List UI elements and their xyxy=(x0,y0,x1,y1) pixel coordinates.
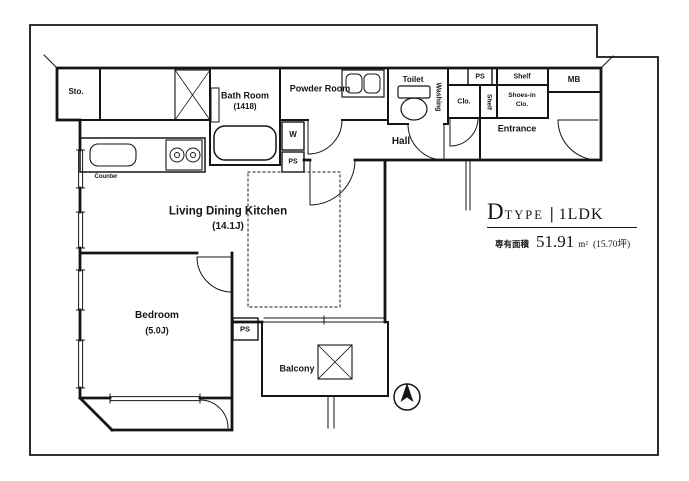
room-label-shoes-closet-2: Clo. xyxy=(515,100,529,108)
room-label-shelf-side: Shelf xyxy=(485,94,493,110)
washer-box xyxy=(281,121,305,151)
ps-box-top xyxy=(467,67,493,86)
room-label-balcony: Balcony xyxy=(279,363,315,374)
room-label-bedroom: Bedroom xyxy=(135,310,179,321)
room-label-shoes-closet-1: Shoes-in xyxy=(508,91,536,99)
compass-icon xyxy=(393,383,421,411)
room-label-bath-size: (1418) xyxy=(233,102,257,111)
dropped-ceiling-outline xyxy=(247,171,341,308)
room-label-closet: Clo. xyxy=(457,98,471,106)
room-label-storage: Sto. xyxy=(68,87,84,96)
plan-title-block: D TYPE | 1LDK 専有面積 51.91 m² (15.70坪) xyxy=(487,199,637,252)
room-label-entrance: Entrance xyxy=(497,123,537,134)
room-label-ldk: Living Dining Kitchen xyxy=(168,205,288,218)
room-label-powder: Powder Room xyxy=(289,83,351,94)
window-marks xyxy=(76,149,471,429)
label-washer: W xyxy=(289,130,297,139)
bathtub-icon xyxy=(213,125,277,161)
plan-title: D TYPE | 1LDK xyxy=(487,199,637,228)
label-ps-bedroom: PS xyxy=(239,324,251,334)
room-label-ldk-size: (14.1J) xyxy=(212,221,244,232)
washbasin-icon xyxy=(341,69,385,98)
room-label-ps-top: PS xyxy=(475,73,485,81)
area-value: 51.91 xyxy=(536,232,575,251)
plan-layout: 1LDK xyxy=(558,206,604,223)
hatch-x-icon xyxy=(174,69,211,121)
kitchen-sink-icon xyxy=(89,143,137,167)
label-counter: Counter xyxy=(94,174,118,180)
corner-ticks xyxy=(43,54,614,69)
area-unit: m² xyxy=(578,239,588,249)
room-label-bath: Bath Room xyxy=(221,90,269,101)
area-tsubo: (15.70坪) xyxy=(592,240,631,250)
image-border xyxy=(29,24,659,456)
bath-door-icon xyxy=(210,87,220,123)
ac-unit-icon xyxy=(317,344,353,380)
plan-title-divider: | xyxy=(549,204,554,223)
plan-area-line: 専有面積 51.91 m² (15.70坪) xyxy=(487,232,637,252)
kitchen-counter-icon xyxy=(79,137,206,173)
room-label-washing: Washing xyxy=(434,82,442,112)
plan-type-letter: D xyxy=(487,199,504,224)
stove-icon xyxy=(165,139,203,171)
ps-box-bedroom xyxy=(232,317,259,341)
room-label-hall: Hall xyxy=(391,136,411,147)
room-label-bedroom-size: (5.0J) xyxy=(145,325,169,336)
door-swings xyxy=(196,117,599,429)
room-label-shelf-top: Shelf xyxy=(513,73,531,81)
room-label-toilet: Toilet xyxy=(402,75,424,84)
plan-type-word: TYPE xyxy=(504,208,544,222)
area-label: 専有面積 xyxy=(495,239,530,249)
toilet-icon xyxy=(397,85,431,121)
room-label-meter-box: MB xyxy=(567,75,581,84)
label-ps-kitchen: PS xyxy=(288,158,298,166)
